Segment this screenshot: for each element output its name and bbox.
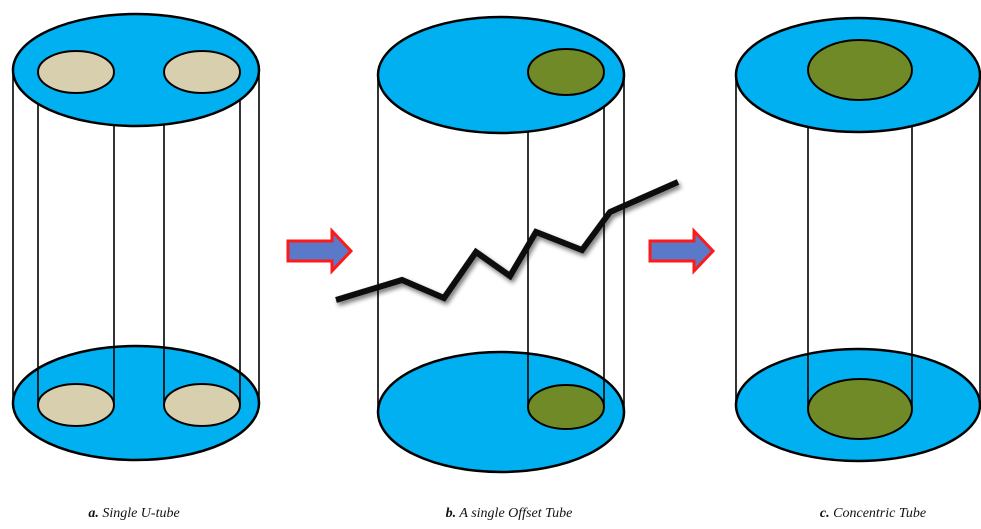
caption-c-letter: c. — [819, 506, 830, 521]
caption-c-text: Concentric Tube — [833, 506, 927, 521]
concentric-tube-bottom — [807, 378, 913, 440]
caption-b-text: A single Offset Tube — [459, 506, 573, 521]
u-tube-top-left — [37, 50, 115, 94]
panel-concentric-tube — [734, 16, 981, 463]
u-tube-bottom-right — [163, 383, 241, 427]
zigzag-break-icon — [335, 179, 680, 303]
caption-a-letter: a. — [88, 506, 99, 521]
top-cap — [376, 15, 626, 135]
top-cap — [11, 12, 261, 128]
panel-single-offset-tube — [376, 15, 626, 474]
panel-single-u-tube — [11, 12, 261, 462]
offset-tube-bottom — [527, 384, 605, 430]
right-arrow-icon — [648, 227, 716, 275]
offset-tube-top — [527, 48, 605, 96]
u-tube-bottom-left — [37, 383, 115, 427]
caption-c: c. Concentric Tube — [820, 506, 926, 522]
concentric-tube-top — [807, 39, 913, 101]
caption-a: a. Single U-tube — [88, 506, 179, 522]
caption-b-letter: b. — [445, 506, 457, 521]
right-arrow-icon — [286, 227, 354, 275]
u-tube-top-right — [163, 50, 241, 94]
caption-a-text: Single U-tube — [102, 506, 180, 521]
caption-b: b. A single Offset Tube — [446, 506, 573, 522]
